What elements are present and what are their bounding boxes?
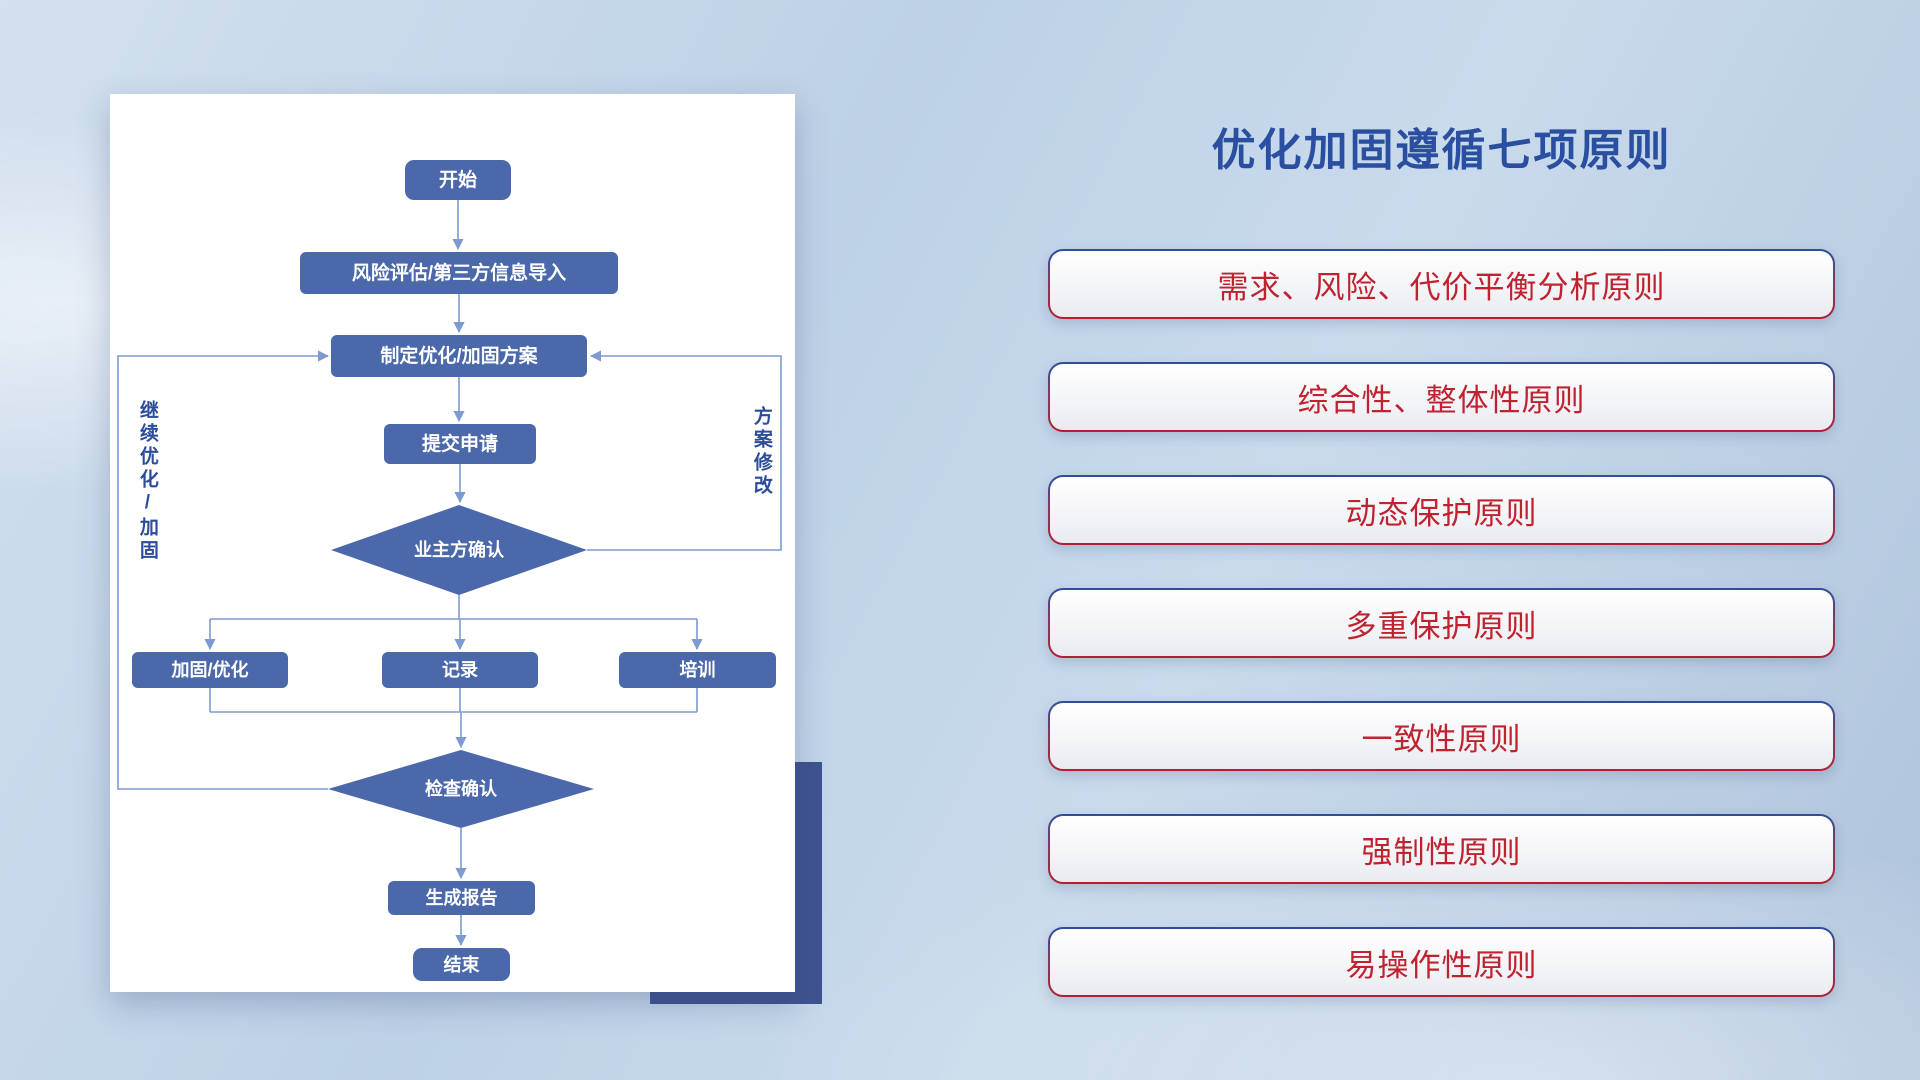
principle-item: 动态保护原则 xyxy=(1048,475,1835,545)
flow-node-end: 结束 xyxy=(413,948,510,981)
flow-node-training: 培训 xyxy=(619,652,776,688)
principle-label: 一致性原则 xyxy=(1050,703,1833,769)
flow-loop-right-label: 方案修改 xyxy=(750,406,772,498)
principle-item: 一致性原则 xyxy=(1048,701,1835,771)
flow-node-reinforce: 加固/优化 xyxy=(132,652,288,688)
principle-label: 需求、风险、代价平衡分析原则 xyxy=(1050,251,1833,317)
page-title: 优化加固遵循七项原则 xyxy=(1211,126,1672,175)
principle-item: 多重保护原则 xyxy=(1048,588,1835,658)
flow-node-record: 记录 xyxy=(382,652,538,688)
flow-node-make-plan: 制定优化/加固方案 xyxy=(331,335,587,377)
flow-loop-left-label: 继续优化/加固 xyxy=(136,400,158,563)
principle-label: 强制性原则 xyxy=(1050,816,1833,882)
flow-node-submit: 提交申请 xyxy=(384,424,536,464)
principles-list: 需求、风险、代价平衡分析原则 综合性、整体性原则 动态保护原则 多重保护原则 一… xyxy=(1048,249,1835,997)
flow-node-report: 生成报告 xyxy=(388,881,535,915)
principle-item: 需求、风险、代价平衡分析原则 xyxy=(1048,249,1835,319)
flow-node-start: 开始 xyxy=(405,160,511,200)
flow-connectors xyxy=(117,200,782,947)
principle-item: 易操作性原则 xyxy=(1048,927,1835,997)
principle-label: 动态保护原则 xyxy=(1050,477,1833,543)
flowchart-card: 开始 风险评估/第三方信息导入 制定优化/加固方案 提交申请 业主方确认 加固/… xyxy=(110,94,795,992)
principle-label: 多重保护原则 xyxy=(1050,590,1833,656)
principle-item: 综合性、整体性原则 xyxy=(1048,362,1835,432)
flow-node-risk-import: 风险评估/第三方信息导入 xyxy=(300,252,618,294)
principle-label: 综合性、整体性原则 xyxy=(1050,364,1833,430)
principle-item: 强制性原则 xyxy=(1048,814,1835,884)
principle-label: 易操作性原则 xyxy=(1050,929,1833,995)
